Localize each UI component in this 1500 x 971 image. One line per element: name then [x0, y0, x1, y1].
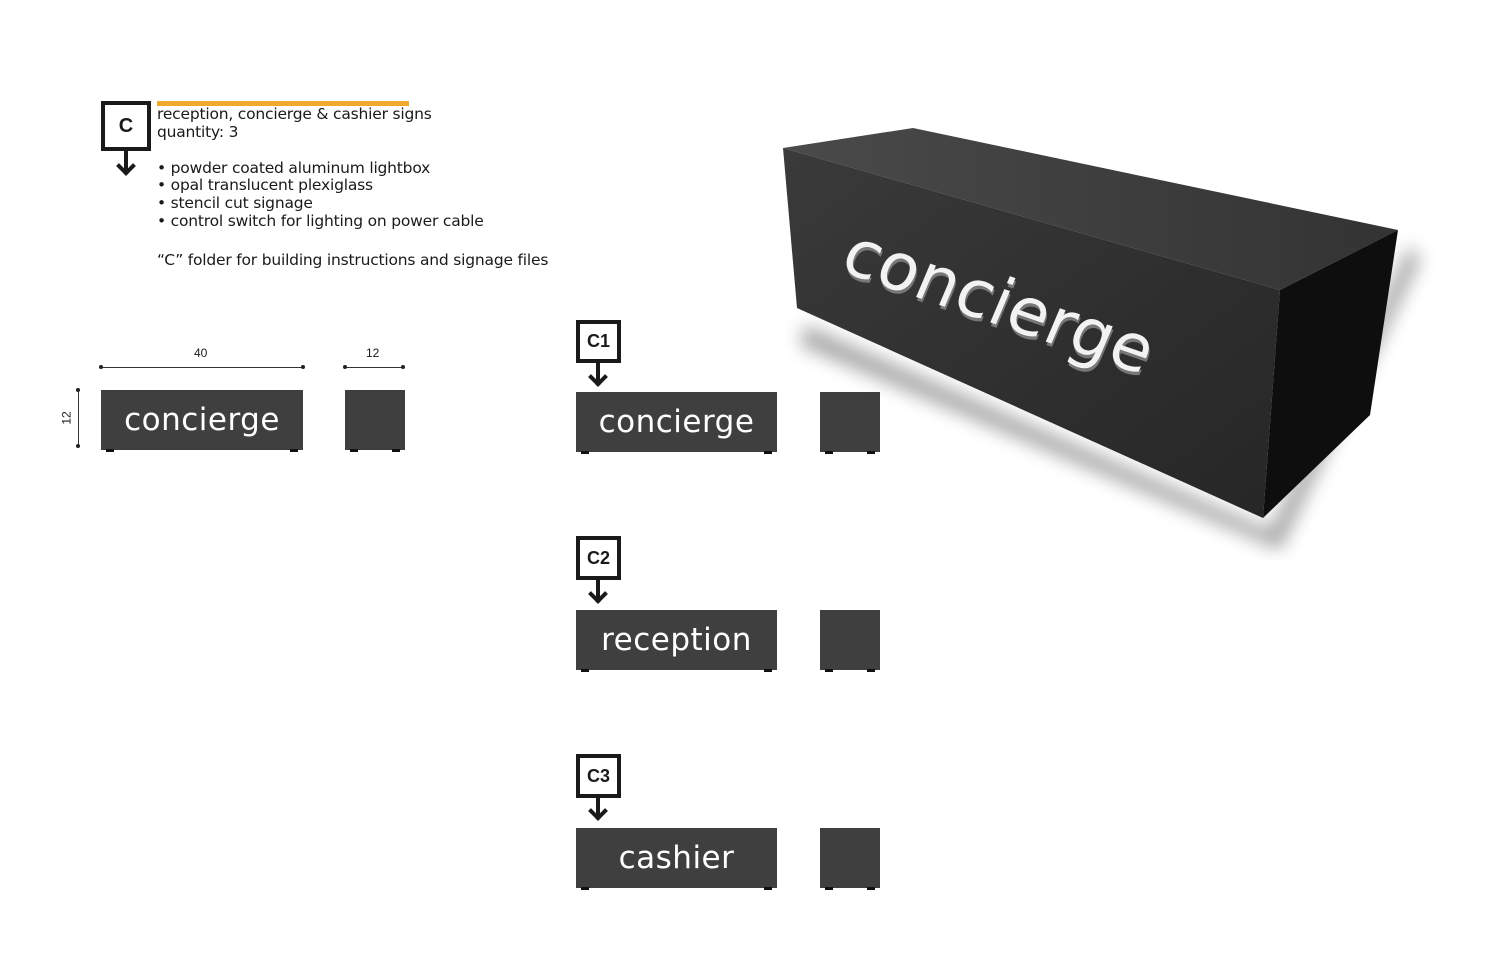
sign-tag-arrow-stem: [596, 580, 600, 601]
spec-title: reception, concierge & cashier signs: [157, 105, 432, 123]
depth-dimension-line: [345, 367, 404, 368]
width-dimension-line: [101, 367, 304, 368]
sign-tag-arrow-stem: [596, 798, 600, 818]
sign-foot: [825, 451, 833, 454]
sign-label: reception: [601, 622, 752, 658]
sign-foot: [350, 449, 358, 452]
render-shadow: [800, 245, 1420, 550]
sign-code: C1: [586, 331, 610, 351]
sign-foot: [867, 887, 875, 890]
sign-tag-box: C1: [576, 320, 621, 363]
sign-foot: [392, 449, 400, 452]
sign-foot: [581, 887, 589, 890]
accent-bar: [157, 101, 409, 106]
dimension-endpoint: [99, 365, 103, 369]
sign-front: reception: [576, 610, 777, 670]
sign-front: concierge: [576, 392, 777, 452]
sign-foot: [290, 449, 298, 452]
render-front-face: [783, 148, 1280, 518]
dimension-endpoint: [76, 444, 80, 448]
dimension-endpoint: [343, 365, 347, 369]
dimension-endpoint: [301, 365, 305, 369]
dimension-endpoint: [401, 365, 405, 369]
sign-foot: [764, 451, 772, 454]
render-side-face: [1263, 230, 1398, 518]
sign-tag-arrow-stem: [596, 363, 600, 384]
width-dimension-label: 40: [194, 346, 208, 360]
sign-foot: [867, 669, 875, 672]
sign-tag-box: C2: [576, 536, 621, 580]
sign-foot: [867, 451, 875, 454]
spec-quantity: quantity: 3: [157, 123, 239, 141]
arrow-down-icon: [588, 801, 608, 821]
height-dimension-line: [78, 390, 79, 446]
folder-note: “C” folder for building instructions and…: [157, 251, 549, 269]
sign-foot: [764, 669, 772, 672]
arrow-down-icon: [588, 367, 608, 387]
feature-item: • control switch for lighting on power c…: [157, 212, 484, 230]
dimension-sign-side: [345, 390, 405, 450]
height-dimension-label: 12: [59, 411, 74, 425]
section-tag-label: C: [118, 114, 134, 137]
sign-code: C2: [586, 547, 610, 568]
feature-item: • powder coated aluminum lightbox: [157, 159, 431, 177]
dimension-sign-front: concierge: [101, 390, 303, 450]
arrow-down-icon: [588, 584, 608, 604]
depth-dimension-label: 12: [366, 346, 380, 360]
feature-item: • opal translucent plexiglass: [157, 176, 373, 194]
sign-foot: [764, 887, 772, 890]
sign-foot: [825, 669, 833, 672]
feature-item: • stencil cut signage: [157, 194, 313, 212]
dimension-sign-label: concierge: [124, 402, 280, 438]
sign-side: [820, 610, 880, 670]
sign-label: cashier: [618, 840, 735, 876]
section-tag-box: C: [101, 101, 151, 151]
sign-foot: [825, 887, 833, 890]
sign-label: concierge: [598, 404, 755, 440]
sign-side: [820, 828, 880, 888]
sign-foot: [581, 669, 589, 672]
sign-foot: [581, 451, 589, 454]
arrow-down-icon: [116, 156, 136, 176]
sign-side: [820, 392, 880, 452]
sign-3d-render: concierge concierge: [783, 128, 1420, 550]
sign-front: cashier: [576, 828, 777, 888]
sign-code: C3: [586, 765, 610, 786]
sign-foot: [106, 449, 114, 452]
render-top-face: [783, 128, 1398, 290]
section-tag-arrow-stem: [124, 151, 128, 173]
sign-tag-box: C3: [576, 754, 621, 798]
dimension-endpoint: [76, 388, 80, 392]
